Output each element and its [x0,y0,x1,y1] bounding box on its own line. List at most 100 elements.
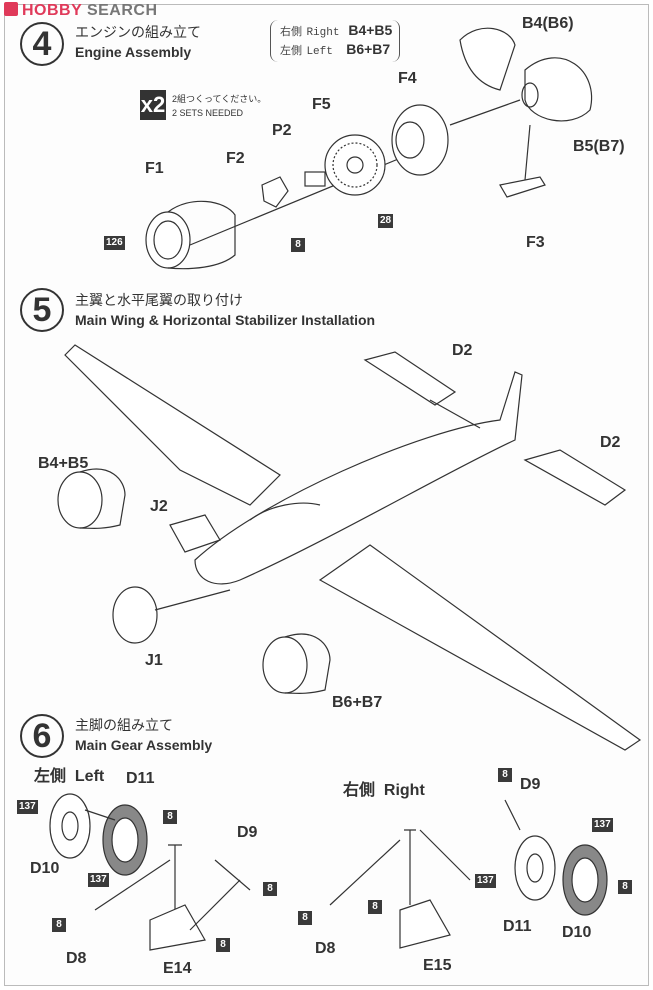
step-5-title-en: Main Wing & Horizontal Stabilizer Instal… [75,312,376,328]
label-b4b5: B4+B5 [38,455,89,472]
variant-left: 左側 Left B6+B7 [280,41,390,60]
aircraft-fuselage [194,371,523,585]
side-en: Right [383,782,425,799]
label-d9-left: D9 [237,824,258,841]
canopy-j2 [169,514,221,553]
label-f4: F4 [398,70,417,87]
label-j2: J2 [150,498,168,515]
badge-28: 28 [378,214,394,228]
label-f5: F5 [312,96,331,113]
badge-8: 8 [298,911,312,925]
step-6-title-jp: 主脚の組み立て [75,717,173,733]
part-f3 [499,176,546,198]
badge-8: 8 [618,880,632,894]
side-en: Left [74,768,105,785]
strut-right [404,829,416,905]
assembly-arrow [154,589,231,611]
variant-side-jp: 右側 [280,27,302,39]
variant-bracket [270,20,400,62]
label-d2-lower: D2 [600,434,621,451]
label-f2: F2 [226,150,245,167]
strut-left [168,844,182,920]
engine-f4 [391,104,449,176]
logo-text-b: SEARCH [86,2,158,19]
label-d8-right: D8 [315,940,336,957]
multiplier-badge: x2 [140,90,166,120]
label-d10-right: D10 [562,924,592,941]
assembly-arrow [524,124,531,181]
assembly-arrow [449,99,521,126]
nose-j1 [112,586,158,644]
step-5-number: 5 [20,288,64,332]
label-f1: F1 [145,160,164,177]
multiplier-jp: 2組つくってください。 [172,94,267,104]
badge-8: 8 [52,918,66,932]
badge-137: 137 [592,818,613,832]
badge-8: 8 [498,768,512,782]
multiplier-en: 2 SETS NEEDED [172,108,244,118]
label-d9-right: D9 [520,776,541,793]
watermark-logo: HOBBY SEARCH [4,2,158,20]
label-f3: F3 [526,234,545,251]
step-4-title-jp: エンジンの組み立て [75,24,201,40]
nacelle-b4 [459,27,516,91]
variant-parts: B4+B5 [348,22,393,38]
label-d2-upper: D2 [452,342,473,359]
nacelle-b5 [521,57,593,122]
aircraft-wing-left [64,344,281,506]
part-f2 [261,176,289,208]
door-e14 [149,904,206,951]
label-b4b6: B4(B6) [522,15,574,32]
wheel-d11-right [514,835,556,901]
assembly-arrow [429,399,481,429]
variant-side-jp: 左側 [280,46,302,58]
variant-side-en: Left [306,46,333,58]
stabilizer-d2-upper [363,351,457,406]
label-d11-right: D11 [503,918,532,935]
badge-8: 8 [368,900,382,914]
badge-8: 8 [291,238,305,252]
assembly-arrow [84,809,116,821]
label-d11-left: D11 [126,770,155,787]
logo-icon [4,2,18,16]
label-j1: J1 [145,652,163,669]
badge-8: 8 [263,882,277,896]
badge-137: 137 [17,800,38,814]
side-jp: 右側 [343,782,376,799]
right-side-label: 右側 Right [343,782,425,800]
label-e15: E15 [423,957,452,974]
label-e14: E14 [163,960,192,977]
wheel-d10-right [562,844,608,916]
engine-b6b7 [262,633,331,694]
variant-parts: B6+B7 [346,41,391,57]
step-6-title-en: Main Gear Assembly [75,737,213,753]
badge-8: 8 [163,810,177,824]
assembly-lines [329,799,521,906]
badge-137: 137 [88,873,109,887]
step-4-number: 4 [20,22,64,66]
label-p2: P2 [272,122,292,139]
aircraft-wing-right [318,544,642,751]
wheel-d10-left [49,793,91,859]
label-d10-left: D10 [30,860,60,877]
badge-126: 126 [104,236,125,250]
door-e15 [399,899,451,949]
badge-8: 8 [216,938,230,952]
part-p2 [304,171,326,187]
wheel-d11-left [102,804,148,876]
step-4-title-en: Engine Assembly [75,44,192,60]
engine-cowling-f1 [145,200,236,270]
step-6-number: 6 [20,714,64,758]
label-d8-left: D8 [66,950,87,967]
badge-137: 137 [475,874,496,888]
step-5-title-jp: 主翼と水平尾翼の取り付け [75,292,243,308]
variant-side-en: Right [306,27,340,39]
label-b6b7: B6+B7 [332,694,383,711]
left-side-label: 左側 Left [34,768,104,786]
logo-text-a: HOBBY [22,2,82,19]
assembly-lines [94,859,251,931]
label-b5b7: B5(B7) [573,138,625,155]
engine-b4b5 [57,468,126,529]
engine-f5 [324,134,386,196]
